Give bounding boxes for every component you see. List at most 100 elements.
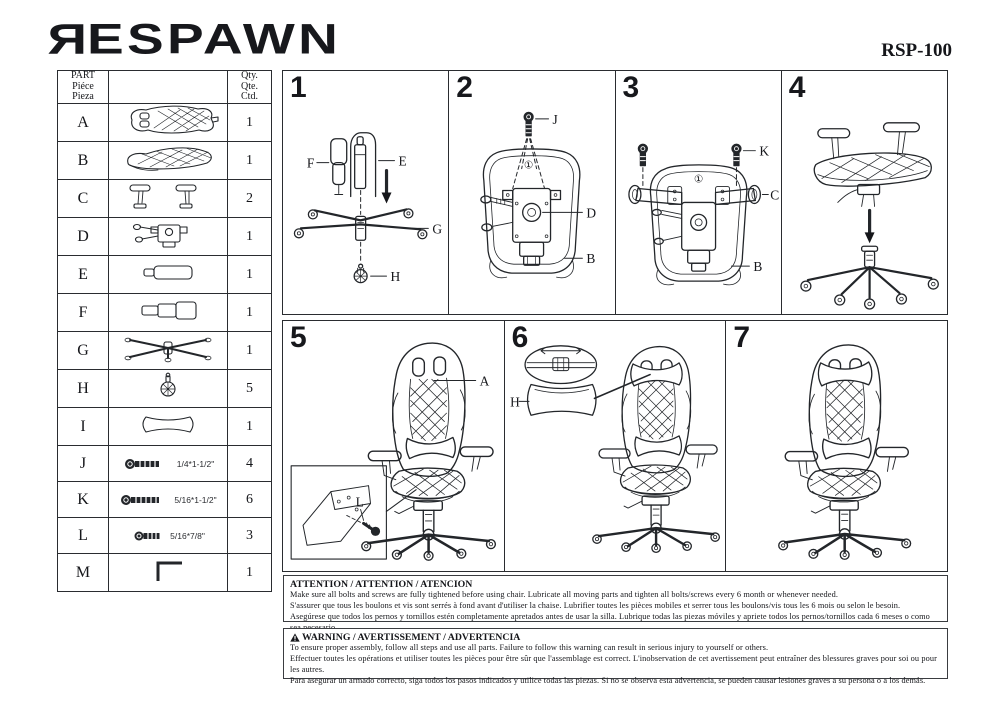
backrest-icon xyxy=(130,105,219,134)
table-row: F 1 xyxy=(57,293,272,332)
step-3-panel: 3 xyxy=(615,70,782,315)
table-row: B 1 xyxy=(57,141,272,180)
circled-one-badge: ① xyxy=(524,160,533,172)
part-letter: M xyxy=(57,553,109,592)
part-letter: J xyxy=(57,445,109,482)
table-row: E 1 xyxy=(57,255,272,294)
part-column-header: PART Piéce Pieza xyxy=(57,70,109,104)
part-qty: 1 xyxy=(227,217,272,256)
bolt-size: 5/16*1-1/2" xyxy=(174,494,217,505)
qty-column-header: Qty. Qte. Ctd. xyxy=(227,70,272,104)
circled-one-badge: ① xyxy=(693,174,702,186)
warning-title: WARNING / AVERTISSEMENT / ADVERTENCIA xyxy=(290,632,941,643)
callout-a: A xyxy=(480,373,490,388)
bolt-icon xyxy=(121,494,160,505)
bolt-size: 5/16*7/8" xyxy=(170,530,205,541)
part-letter: B xyxy=(57,141,109,180)
five-star-base-icon xyxy=(124,337,212,363)
attention-line-es: Asegúrese que todos los pernos y tornill… xyxy=(290,611,930,632)
part-qty: 5 xyxy=(227,369,272,408)
table-row: H 5 xyxy=(57,369,272,408)
bolt-icon xyxy=(124,458,159,469)
step-number: 4 xyxy=(788,71,806,104)
armrest-icon xyxy=(129,184,197,209)
table-row: K 5/16*1-1/2" 6 xyxy=(57,481,272,518)
logo-letter-r: R xyxy=(44,14,88,64)
step-1-panel: 1 xyxy=(282,70,450,315)
table-row: M 1 xyxy=(57,553,272,592)
bolt-size: 1/4*1-1/2" xyxy=(176,458,215,469)
part-qty: 1 xyxy=(227,255,272,294)
attention-box: ATTENTION / ATTENTION / ATENCION Make su… xyxy=(283,575,948,632)
warning-icon xyxy=(290,633,300,642)
callout-g: G xyxy=(432,221,442,236)
part-letter: I xyxy=(57,407,109,446)
respawn-logo: RESPAWN xyxy=(44,14,341,64)
part-qty: 1 xyxy=(227,331,272,370)
image-column-header xyxy=(108,70,228,104)
part-letter: D xyxy=(57,217,109,256)
warning-box: WARNING / AVERTISSEMENT / ADVERTENCIA To… xyxy=(283,628,948,685)
callout-b: B xyxy=(753,259,762,274)
attention-title: ATTENTION / ATTENTION / ATENCION xyxy=(290,579,473,590)
step-7-diagram xyxy=(777,343,913,561)
part-qty: 6 xyxy=(227,481,272,518)
step-2-panel: 2 xyxy=(449,70,616,315)
callout-h: H xyxy=(510,394,520,409)
step-5-panel: 5 A L xyxy=(282,320,505,572)
callout-j: J xyxy=(553,112,558,127)
part-letter: L xyxy=(57,517,109,554)
part-letter: G xyxy=(57,331,109,370)
table-row: A 1 xyxy=(57,103,272,142)
callout-h: H xyxy=(391,269,401,284)
attention-line-fr: S'assurer que tous les boulons et vis so… xyxy=(290,600,901,610)
step-4-panel: 4 xyxy=(781,70,948,315)
step-4-diagram xyxy=(800,122,939,310)
part-qty: 4 xyxy=(227,445,272,482)
bolt-icon xyxy=(134,531,160,540)
warning-line-es: Para asegurar un armado correcto, siga t… xyxy=(290,675,926,685)
step-1-diagram: F E G H xyxy=(293,132,442,284)
table-row: C 2 xyxy=(57,179,272,218)
warning-line-en: To ensure proper assembly, follow all st… xyxy=(290,643,769,652)
part-letter: A xyxy=(57,103,109,142)
step-number: 6 xyxy=(511,321,529,354)
part-qty: 1 xyxy=(227,141,272,180)
warning-line-fr: Effectuer toutes les opérations et utili… xyxy=(290,653,937,674)
part-letter: K xyxy=(57,481,109,518)
step-6-panel: 6 H xyxy=(504,320,727,572)
steps-row-1: 1 xyxy=(282,70,948,315)
step-number: 5 xyxy=(290,321,307,354)
caster-icon xyxy=(160,372,176,397)
part-letter: C xyxy=(57,179,109,218)
pillow-icon xyxy=(142,416,194,433)
table-row: G 1 xyxy=(57,331,272,370)
part-letter: H xyxy=(57,369,109,408)
step-5-diagram: A L xyxy=(290,341,497,562)
table-row: J 1/4*1-1/2" 4 xyxy=(57,445,272,482)
callout-k: K xyxy=(759,144,769,159)
step-number: 1 xyxy=(290,71,307,104)
step-6-diagram: H xyxy=(510,345,721,554)
part-qty: 1 xyxy=(227,103,272,142)
logo-letters: ESPAWN xyxy=(87,14,342,64)
allen-key-icon xyxy=(156,561,182,581)
part-qty: 3 xyxy=(227,517,272,554)
table-row: I 1 xyxy=(57,407,272,446)
step-7-panel: 7 xyxy=(726,320,949,572)
step-number: 3 xyxy=(622,71,640,104)
part-qty: 1 xyxy=(227,553,272,592)
parts-table: PART Piéce Pieza Qty. Qte. Ctd. A 1 B xyxy=(57,70,272,592)
step-2-diagram: ① J D B xyxy=(480,111,597,279)
callout-c: C xyxy=(770,187,779,202)
steps-row-2: 5 A L 6 xyxy=(282,320,949,572)
parts-table-header: PART Piéce Pieza Qty. Qte. Ctd. xyxy=(57,70,272,104)
cylinder-cover-icon xyxy=(141,301,197,320)
table-row: L 5/16*7/8" 3 xyxy=(57,517,272,554)
part-letter: F xyxy=(57,293,109,332)
seat-icon xyxy=(127,147,212,171)
step-3-diagram: ① K C B xyxy=(627,143,779,286)
callout-b: B xyxy=(587,251,596,266)
table-row: D 1 xyxy=(57,217,272,256)
